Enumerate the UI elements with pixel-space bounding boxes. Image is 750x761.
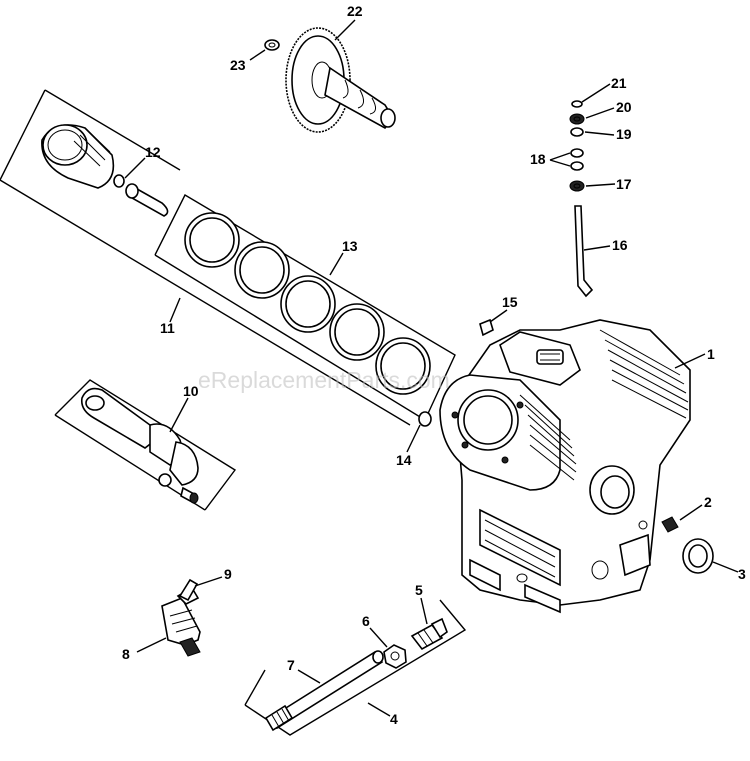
piston-pin-clip xyxy=(113,174,125,188)
piston xyxy=(41,124,115,189)
callout-9: 9 xyxy=(224,566,232,582)
callout-17: 17 xyxy=(616,176,632,192)
callout-10: 10 xyxy=(183,383,199,399)
tube-fitting xyxy=(410,617,448,651)
bracket-piston-rings xyxy=(154,194,456,421)
callout-3: 3 xyxy=(738,566,746,582)
callout-7: 7 xyxy=(287,657,295,673)
dipstick-tube xyxy=(264,650,384,732)
callout-16: 16 xyxy=(612,237,628,253)
oil-seal xyxy=(682,538,714,574)
dowel-pin xyxy=(418,411,432,427)
washer-stack xyxy=(569,100,585,192)
callout-20: 20 xyxy=(616,99,632,115)
callout-2: 2 xyxy=(704,494,712,510)
callout-11: 11 xyxy=(160,320,175,336)
governor-shaft xyxy=(574,205,594,298)
piston-pin xyxy=(125,183,169,217)
callout-15: 15 xyxy=(502,294,518,310)
oil-sensor xyxy=(161,586,201,657)
plug xyxy=(479,318,494,337)
callout-12: 12 xyxy=(145,144,161,160)
piston-rings xyxy=(184,212,431,395)
callout-1: 1 xyxy=(707,346,715,362)
cam-washer xyxy=(264,39,280,51)
callout-22: 22 xyxy=(347,3,363,19)
watermark: eReplacementParts.com xyxy=(198,367,450,393)
callout-13: 13 xyxy=(342,238,358,254)
hex-nut xyxy=(383,644,407,669)
connecting-rod xyxy=(80,387,199,505)
camshaft-gear xyxy=(285,27,396,133)
callout-labels: 1 2 3 4 5 6 7 8 9 10 11 12 13 14 15 16 1… xyxy=(122,3,746,727)
crankcase xyxy=(439,319,691,614)
callout-14: 14 xyxy=(396,452,412,468)
callout-4: 4 xyxy=(390,711,398,727)
drain-plug xyxy=(661,516,679,533)
bracket-piston-assembly xyxy=(0,89,411,426)
callout-18: 18 xyxy=(530,151,546,167)
callout-19: 19 xyxy=(616,126,632,142)
callout-23: 23 xyxy=(230,57,246,73)
callout-8: 8 xyxy=(122,646,130,662)
callout-5: 5 xyxy=(415,582,423,598)
sensor-wire xyxy=(178,578,199,602)
callout-6: 6 xyxy=(362,613,370,629)
callout-21: 21 xyxy=(611,75,627,91)
leader-lines xyxy=(124,19,739,717)
